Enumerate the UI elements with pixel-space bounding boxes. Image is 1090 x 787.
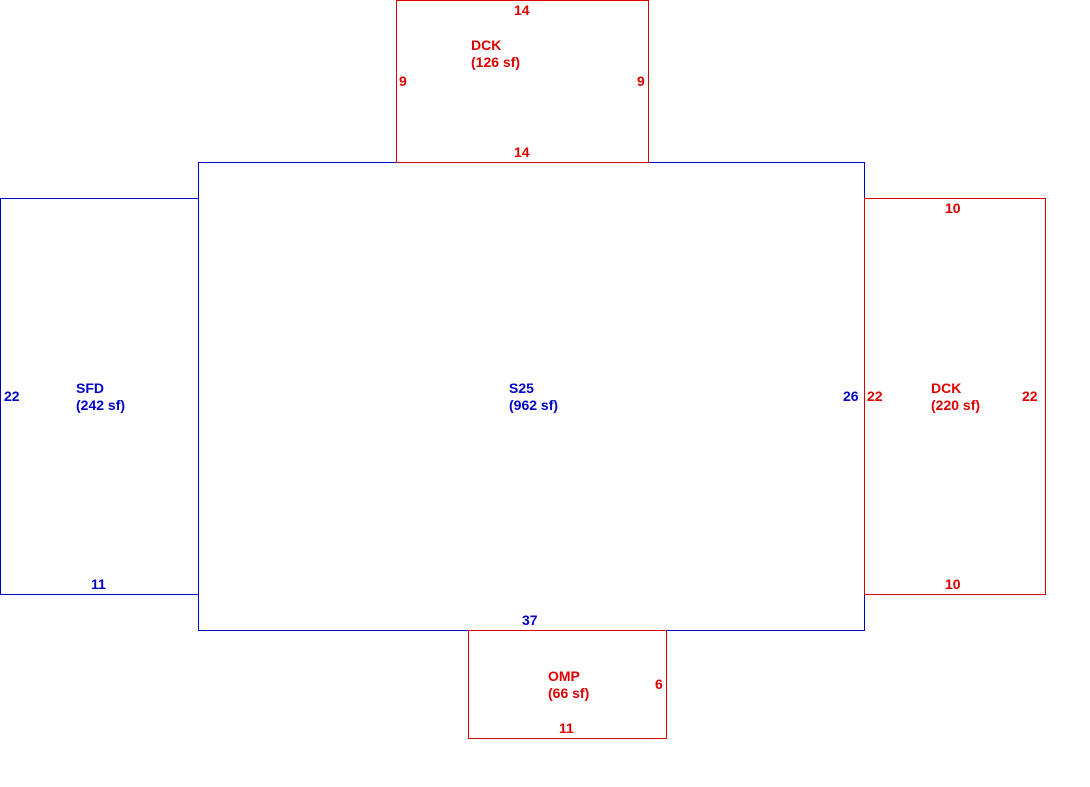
- sfd-bottom-dimension: 11: [91, 576, 106, 592]
- omp-right-dimension: 6: [655, 676, 663, 692]
- dck-top-right-dimension: 9: [637, 73, 645, 89]
- dck-right-top-dimension: 10: [945, 200, 961, 216]
- area-dck-top-sqft: (126 sf): [471, 54, 521, 70]
- area-dck-top-code: DCK: [471, 37, 502, 53]
- area-omp-label: OMP (66 sf): [548, 668, 589, 702]
- area-dck-right-label: DCK (220 sf): [931, 380, 980, 414]
- s25-right-dimension: 26: [843, 388, 859, 404]
- area-omp-code: OMP: [548, 668, 580, 684]
- dck-right-bottom-dimension: 10: [945, 576, 961, 592]
- area-omp-outline: [468, 630, 667, 739]
- area-sfd-outline: [0, 198, 199, 595]
- area-s25-sqft: (962 sf): [509, 397, 559, 413]
- s25-bottom-dimension: 37: [522, 612, 538, 628]
- dck-right-right-dimension: 22: [1022, 388, 1038, 404]
- area-s25-code: S25: [509, 380, 534, 396]
- dck-right-left-dimension: 22: [867, 388, 883, 404]
- omp-bottom-dimension: 11: [559, 720, 574, 736]
- area-dck-right-code: DCK: [931, 380, 962, 396]
- area-dck-right-sqft: (220 sf): [931, 397, 981, 413]
- area-dck-right-outline: [864, 198, 1046, 595]
- area-omp-sqft: (66 sf): [548, 685, 590, 701]
- sfd-left-dimension: 22: [4, 388, 20, 404]
- dck-top-bottom-dimension: 14: [514, 144, 530, 160]
- area-dck-top-label: DCK (126 sf): [471, 37, 520, 71]
- area-sfd-code: SFD: [76, 380, 104, 396]
- dck-top-left-dimension: 9: [399, 73, 407, 89]
- dck-top-top-dimension: 14: [514, 2, 530, 18]
- area-s25-label: S25 (962 sf): [509, 380, 558, 414]
- area-sfd-label: SFD (242 sf): [76, 380, 125, 414]
- area-sfd-sqft: (242 sf): [76, 397, 126, 413]
- area-dck-top-outline: [396, 0, 649, 163]
